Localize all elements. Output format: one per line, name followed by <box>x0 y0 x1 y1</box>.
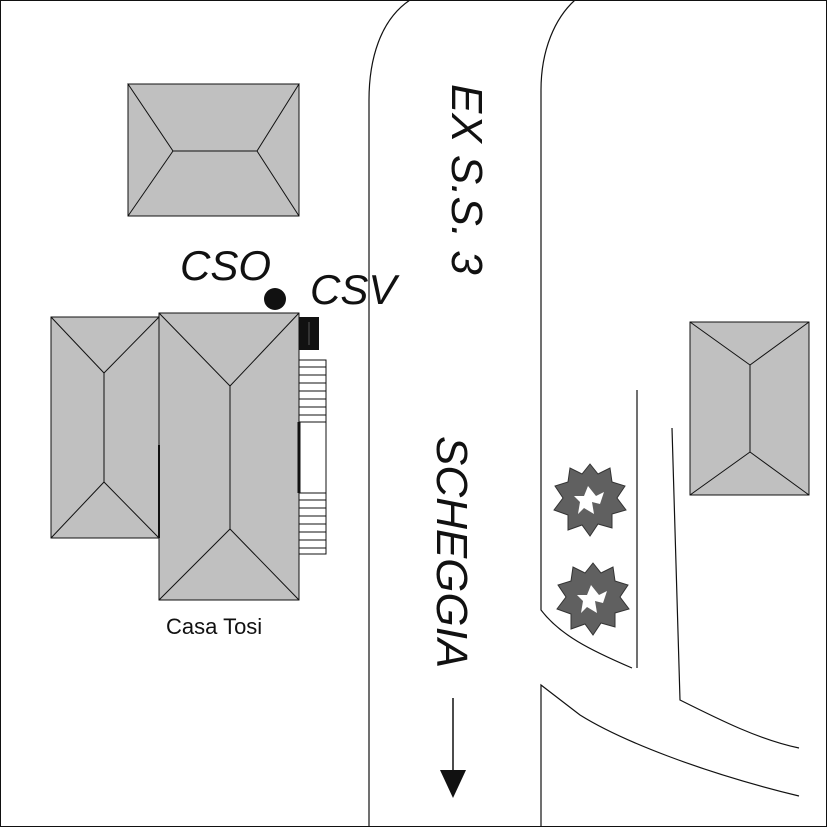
building-top-left <box>127 83 300 217</box>
road-name-label: EX S.S. 3 <box>442 84 491 275</box>
side-path-line-2 <box>671 427 800 749</box>
building-name-label: Casa Tosi <box>166 614 262 639</box>
cso-marker-icon <box>264 288 286 310</box>
road-right-lower-edge <box>540 683 800 827</box>
road-right-edge <box>540 0 633 669</box>
csv-label: CSV <box>310 266 400 313</box>
direction-label: SCHEGGIA <box>427 436 476 668</box>
stairs <box>297 359 327 555</box>
building-casa-tosi <box>158 312 300 601</box>
cso-label: CSO <box>180 242 271 289</box>
building-left-wing <box>50 316 160 539</box>
road-left-edge <box>368 0 411 827</box>
building-right <box>689 321 810 496</box>
arrow-down-icon <box>440 698 466 798</box>
